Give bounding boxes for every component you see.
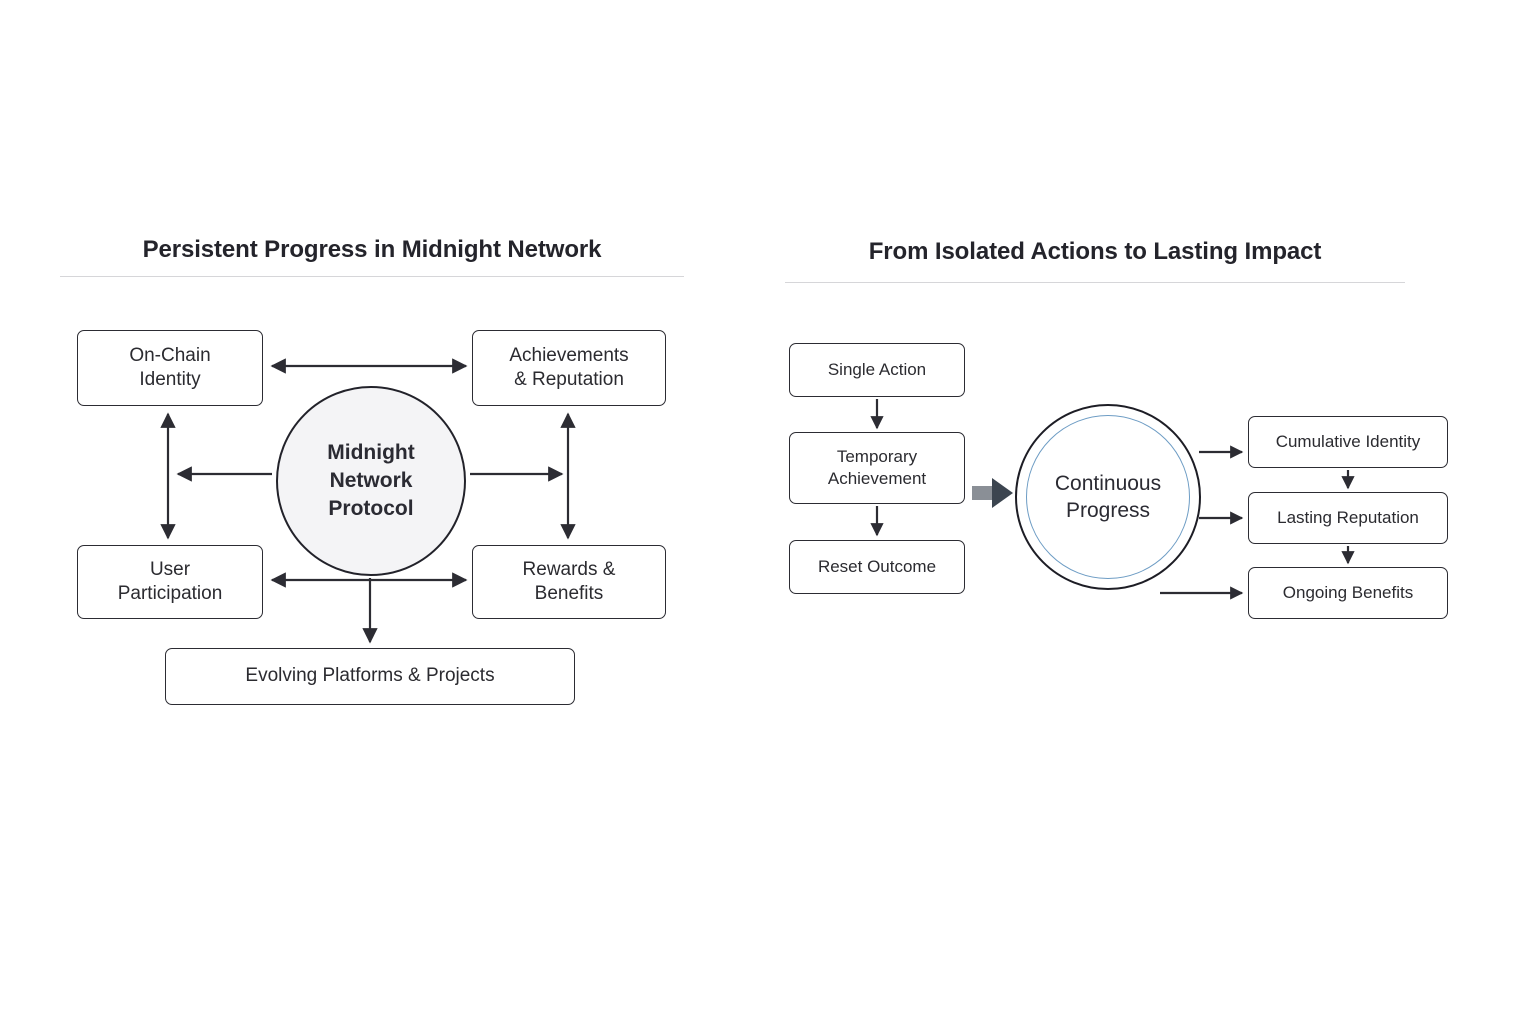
node-label-line: Temporary — [836, 447, 918, 467]
node-label-line: Achievements — [509, 344, 629, 366]
node-label-line: Reset Outcome — [817, 557, 937, 577]
node-label-line: & Reputation — [514, 369, 624, 390]
node-label-line: Lasting Reputation — [1277, 508, 1419, 528]
node-reset-outcome[interactable]: Reset Outcome — [789, 540, 965, 594]
right-panel-title: From Isolated Actions to Lasting Impact — [868, 238, 1322, 265]
node-achievements-reputation[interactable]: Achievements & Reputation — [472, 330, 666, 406]
node-label-line: Single Action — [827, 360, 927, 380]
node-label-line: Benefits — [534, 583, 604, 604]
node-label-line: Achievement — [827, 469, 927, 488]
node-rewards-benefits[interactable]: Rewards & Benefits — [472, 545, 666, 619]
hub-label-line: Network — [329, 469, 413, 493]
node-label-line: Evolving Platforms & Projects — [245, 665, 495, 687]
node-ongoing-benefits[interactable]: Ongoing Benefits — [1248, 567, 1448, 619]
left-panel-title: Persistent Progress in Midnight Network — [142, 236, 602, 263]
node-label-line: Rewards & — [522, 558, 616, 580]
right-panel-title-rule — [785, 282, 1405, 283]
node-label-line: Ongoing Benefits — [1282, 583, 1414, 603]
node-lasting-reputation[interactable]: Lasting Reputation — [1248, 492, 1448, 544]
node-label-line: Identity — [139, 369, 201, 390]
hub-label-line: Continuous — [1054, 471, 1162, 495]
hub-continuous-progress-inner-ring — [1026, 415, 1190, 579]
hub-label-line: Protocol — [328, 496, 414, 520]
node-cumulative-identity[interactable]: Cumulative Identity — [1248, 416, 1448, 468]
hub-label-line: Progress — [1065, 499, 1151, 522]
node-on-chain-identity[interactable]: On-Chain Identity — [77, 330, 263, 406]
node-label-line: On-Chain — [129, 344, 211, 366]
node-temporary-achievement[interactable]: Temporary Achievement — [789, 432, 965, 504]
node-user-participation[interactable]: User Participation — [77, 545, 263, 619]
node-label-line: Cumulative Identity — [1275, 432, 1421, 452]
thick-right-arrow-icon — [972, 478, 1013, 508]
node-label-line: Participation — [117, 583, 223, 604]
node-label-line: User — [149, 558, 191, 580]
left-panel-title-rule — [60, 276, 684, 277]
node-single-action[interactable]: Single Action — [789, 343, 965, 397]
hub-midnight-network-protocol[interactable]: Midnight Network Protocol — [276, 386, 466, 576]
node-evolving-platforms-projects[interactable]: Evolving Platforms & Projects — [165, 648, 575, 705]
hub-label-line: Midnight — [327, 441, 415, 465]
hub-continuous-progress-label: Continuous Progress — [1015, 404, 1201, 590]
